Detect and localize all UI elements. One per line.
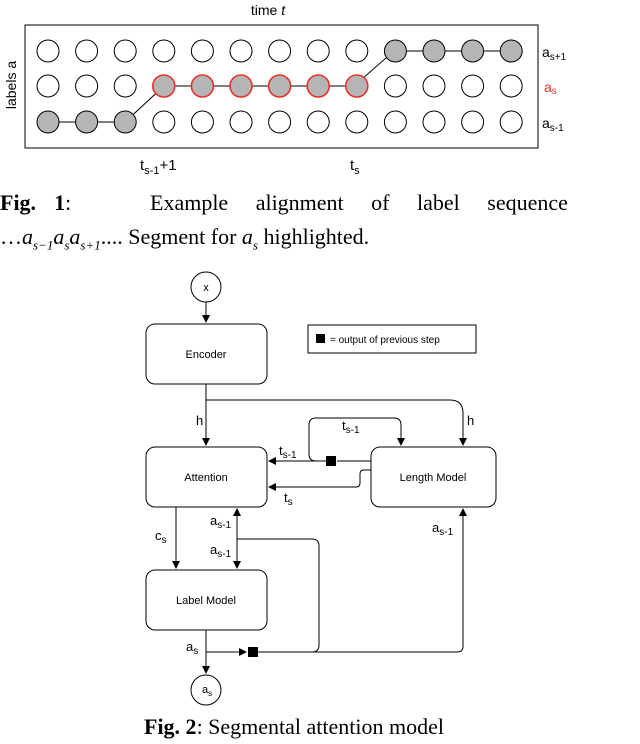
caption-fig1-line2: …as−1asas+1.... Segment for as highlight… [0, 224, 370, 253]
edge-cs-label: cs [155, 528, 167, 546]
edge-ts-label: ts [284, 490, 293, 508]
caption-fig1-text: Example alignment of label sequence [150, 190, 568, 215]
alignment-cell-mid-3 [152, 74, 176, 98]
alignment-cell-bot-12 [499, 110, 523, 134]
alignment-cell-mid-5 [229, 74, 253, 98]
alignment-cell-top-3 [152, 39, 176, 63]
edge-ts1-loop [308, 417, 405, 462]
alignment-cell-top-12 [499, 39, 523, 63]
alignment-cell-mid-6 [267, 74, 292, 98]
row-label-top: as+1 [542, 44, 567, 63]
alignment-cell-top-7 [306, 39, 330, 63]
input-node-label: x [203, 282, 209, 294]
alignment-cell-bot-9 [383, 110, 407, 134]
alignment-cell-bot-11 [461, 110, 485, 134]
fig1-circle-grid [36, 39, 523, 134]
alignment-cell-mid-2 [113, 74, 137, 98]
legend-square-icon [316, 334, 325, 343]
fig2-model-diagram: x Encoder = output of previous step h h … [145, 271, 497, 706]
caption-fig2: Fig. 2: Segmental attention model [144, 714, 445, 739]
alignment-cell-mid-9 [383, 74, 407, 98]
legend-text: = output of previous step [330, 335, 440, 346]
alignment-cell-mid-11 [461, 74, 485, 98]
attention-box [145, 446, 268, 508]
alignment-cell-top-6 [268, 39, 292, 63]
edge-h-right-label: h [467, 413, 474, 428]
edge-h-left-label: h [196, 413, 203, 428]
alignment-cell-mid-10 [422, 74, 446, 98]
alignment-cell-mid-1 [75, 74, 99, 98]
fig1-tick-left: ts-1+1 [140, 157, 177, 177]
alignment-cell-bot-1 [75, 110, 99, 134]
alignment-cell-mid-12 [499, 74, 523, 98]
alignment-cell-bot-6 [268, 110, 292, 134]
attention-label: Attention [184, 472, 227, 484]
alignment-cell-top-8 [345, 39, 369, 63]
alignment-cell-top-2 [113, 39, 137, 63]
alignment-cell-mid-8 [344, 74, 369, 98]
alignment-cell-mid-4 [190, 74, 215, 98]
output-node-label: as [202, 684, 212, 698]
edge-ts1-loop-label: ts-1 [342, 418, 360, 436]
alignment-cell-top-10 [422, 39, 446, 63]
legend-box [307, 324, 477, 354]
edge-as1-attention-label: as-1 [210, 513, 232, 531]
alignment-cell-bot-2 [113, 110, 137, 134]
alignment-cell-bot-10 [422, 110, 446, 134]
edge-ts-attention [268, 469, 371, 491]
edge-encoder-length [206, 399, 467, 446]
row-label-bottom: as-1 [542, 115, 564, 134]
alignment-cell-top-9 [383, 39, 407, 63]
row-label-mid: as [544, 79, 557, 97]
alignment-cell-bot-0 [36, 110, 60, 134]
label-model-label: Label Model [176, 595, 236, 607]
fig1-time-axis-label: time t [251, 2, 286, 18]
alignment-cell-bot-3 [152, 110, 176, 134]
edge-as1-length-label: as-1 [432, 520, 454, 538]
square-prev-step-1 [326, 456, 336, 466]
square-prev-step-2 [248, 647, 258, 657]
alignment-cell-top-0 [36, 39, 60, 63]
fig1-labels-axis-label: labels a [3, 61, 19, 109]
output-node-as [190, 674, 222, 706]
fig1-tick-right: ts [350, 157, 360, 177]
edge-as-label: as [186, 639, 198, 657]
edge-as1-labelmodel-label: as-1 [210, 542, 232, 560]
alignment-cell-top-4 [190, 39, 214, 63]
alignment-cell-mid-0 [36, 74, 60, 98]
edge-ts1-label: ts-1 [279, 443, 297, 461]
alignment-cell-top-11 [461, 39, 485, 63]
alignment-cell-bot-7 [306, 110, 330, 134]
alignment-cell-bot-8 [345, 110, 369, 134]
length-model-box [370, 446, 497, 508]
edge-as1-loop [237, 538, 320, 653]
encoder-label: Encoder [186, 349, 227, 361]
alignment-cell-top-1 [75, 39, 99, 63]
fig1-frame [24, 24, 539, 149]
fig1-alignment-diagram: time t labels a as+1 as as-1 ts-1+1 ts [3, 2, 567, 177]
edge-as1-length [258, 508, 467, 653]
length-model-label: Length Model [400, 472, 467, 484]
alignment-cell-mid-7 [306, 74, 331, 98]
alignment-cell-top-5 [229, 39, 253, 63]
caption-fig1-line1: Fig.1: Example alignment of label sequen… [0, 190, 568, 215]
alignment-cell-bot-5 [229, 110, 253, 134]
alignment-cell-bot-4 [190, 110, 214, 134]
